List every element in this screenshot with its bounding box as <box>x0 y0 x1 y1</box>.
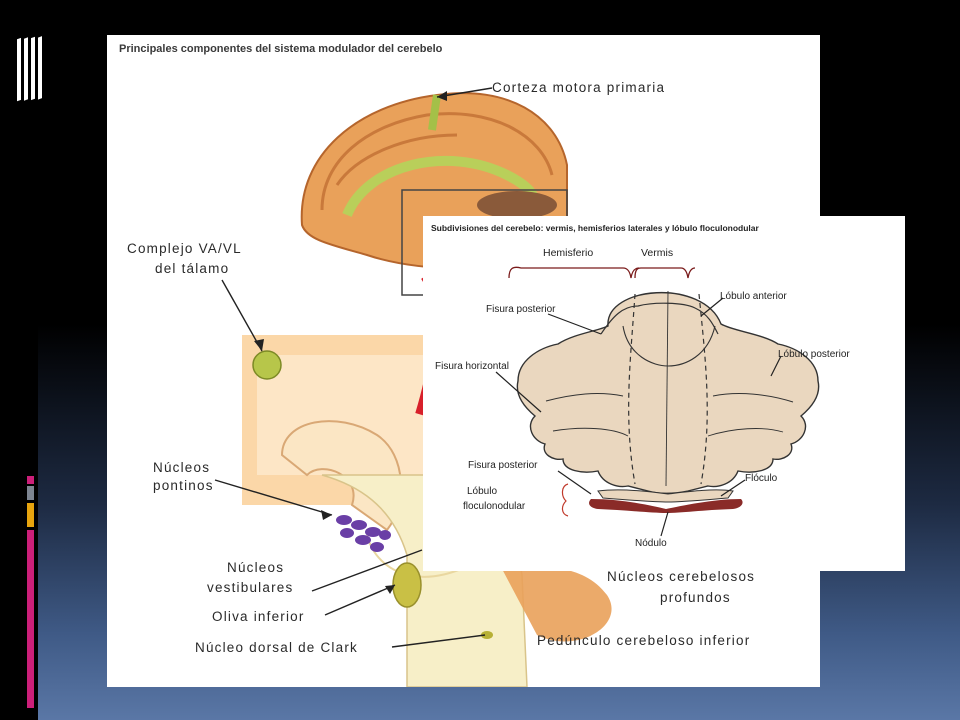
label-nucleos-vestibulares-2: vestibulares <box>207 580 294 595</box>
label-nucleos-cerebelosos-1: Núcleos cerebelosos <box>607 569 756 584</box>
label-nodulo: Nódulo <box>635 538 667 549</box>
label-complejo-vavl: Complejo VA/VL <box>127 241 242 256</box>
label-nucleos-pontinos-2: pontinos <box>153 478 214 493</box>
deco-bar-gray <box>27 486 34 500</box>
label-nucleos-pontinos-1: Núcleos <box>153 460 211 475</box>
document-stack-icon <box>15 20 45 120</box>
label-del-talamo: del tálamo <box>155 261 230 276</box>
label-fisura-horizontal: Fisura horizontal <box>435 361 509 372</box>
cerebellum-subdivisions-diagram: Subdivisiones del cerebelo: vermis, hemi… <box>423 216 905 571</box>
label-nucleo-clark: Núcleo dorsal de Clark <box>195 640 358 655</box>
label-lobulo-floculonodular-2: floculonodular <box>463 501 526 512</box>
label-lobulo-posterior: Lóbulo posterior <box>778 349 850 360</box>
label-lobulo-anterior: Lóbulo anterior <box>720 291 787 302</box>
label-oliva-inferior: Oliva inferior <box>212 609 305 624</box>
label-lobulo-floculonodular-1: Lóbulo <box>467 486 498 497</box>
label-fisura-posterior-bottom: Fisura posterior <box>468 460 538 471</box>
panel-a-title: Principales componentes del sistema modu… <box>119 43 443 55</box>
label-corteza-motora: Corteza motora primaria <box>492 80 666 95</box>
deco-bar-magenta-long <box>27 530 34 708</box>
label-floculo: Flóculo <box>745 473 778 484</box>
cerebellum-illustration <box>495 266 820 537</box>
label-nucleos-vestibulares-1: Núcleos <box>227 560 285 575</box>
header-hemisferio: Hemisferio <box>543 247 594 259</box>
label-pedunculo-cerebeloso: Pedúnculo cerebeloso inferior <box>537 633 751 648</box>
deco-bar-gold <box>27 503 34 527</box>
panel-b-title: Subdivisiones del cerebelo: vermis, hemi… <box>431 223 759 233</box>
deco-bar-magenta-top <box>27 476 34 484</box>
header-vermis: Vermis <box>641 247 674 259</box>
label-nucleos-cerebelosos-2: profundos <box>660 590 731 605</box>
label-fisura-posterior-top: Fisura posterior <box>486 304 556 315</box>
